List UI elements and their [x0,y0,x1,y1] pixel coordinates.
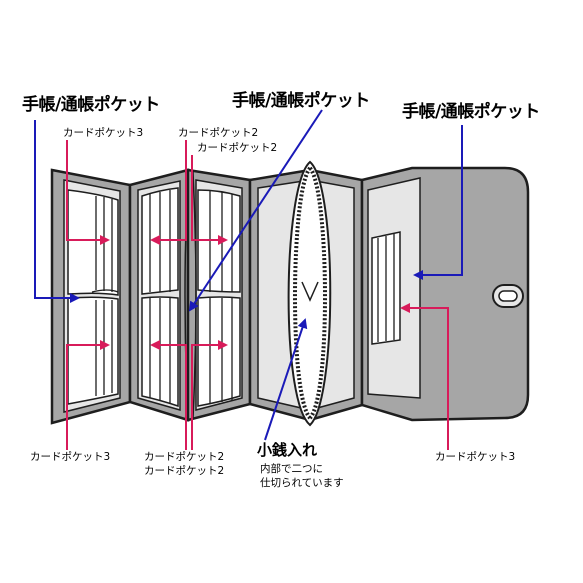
label-card-pocket3-bottom-left: カードポケット3 [30,451,111,463]
label-card-pocket2-top-a: カードポケット2 [178,127,259,139]
label-card-pocket3-top-left: カードポケット3 [63,127,144,139]
label-coin-purse-note-2: 仕切られています [260,477,344,489]
label-card-pocket2-bottom-b: カードポケット2 [144,465,225,477]
coin-purse-panel [248,160,364,427]
label-card-pocket3-right: カードポケット3 [435,451,516,463]
label-notebook-pocket-center: 手帳/通帳ポケット [232,91,370,111]
center-right-card-panel [184,168,252,422]
label-notebook-pocket-right: 手帳/通帳ポケット [402,102,540,122]
label-coin-purse: 小銭入れ [257,441,318,459]
pink-arrows [66,140,449,450]
label-card-pocket2-bottom-a: カードポケット2 [144,451,225,463]
label-coin-purse-note-1: 内部で二つに [260,463,323,475]
label-notebook-pocket-left: 手帳/通帳ポケット [22,95,160,115]
left-card-panel [50,168,132,425]
right-flap [360,166,530,422]
center-left-card-panel [128,168,190,422]
label-card-pocket2-top-b: カードポケット2 [197,142,278,154]
blue-arrows [34,109,463,441]
